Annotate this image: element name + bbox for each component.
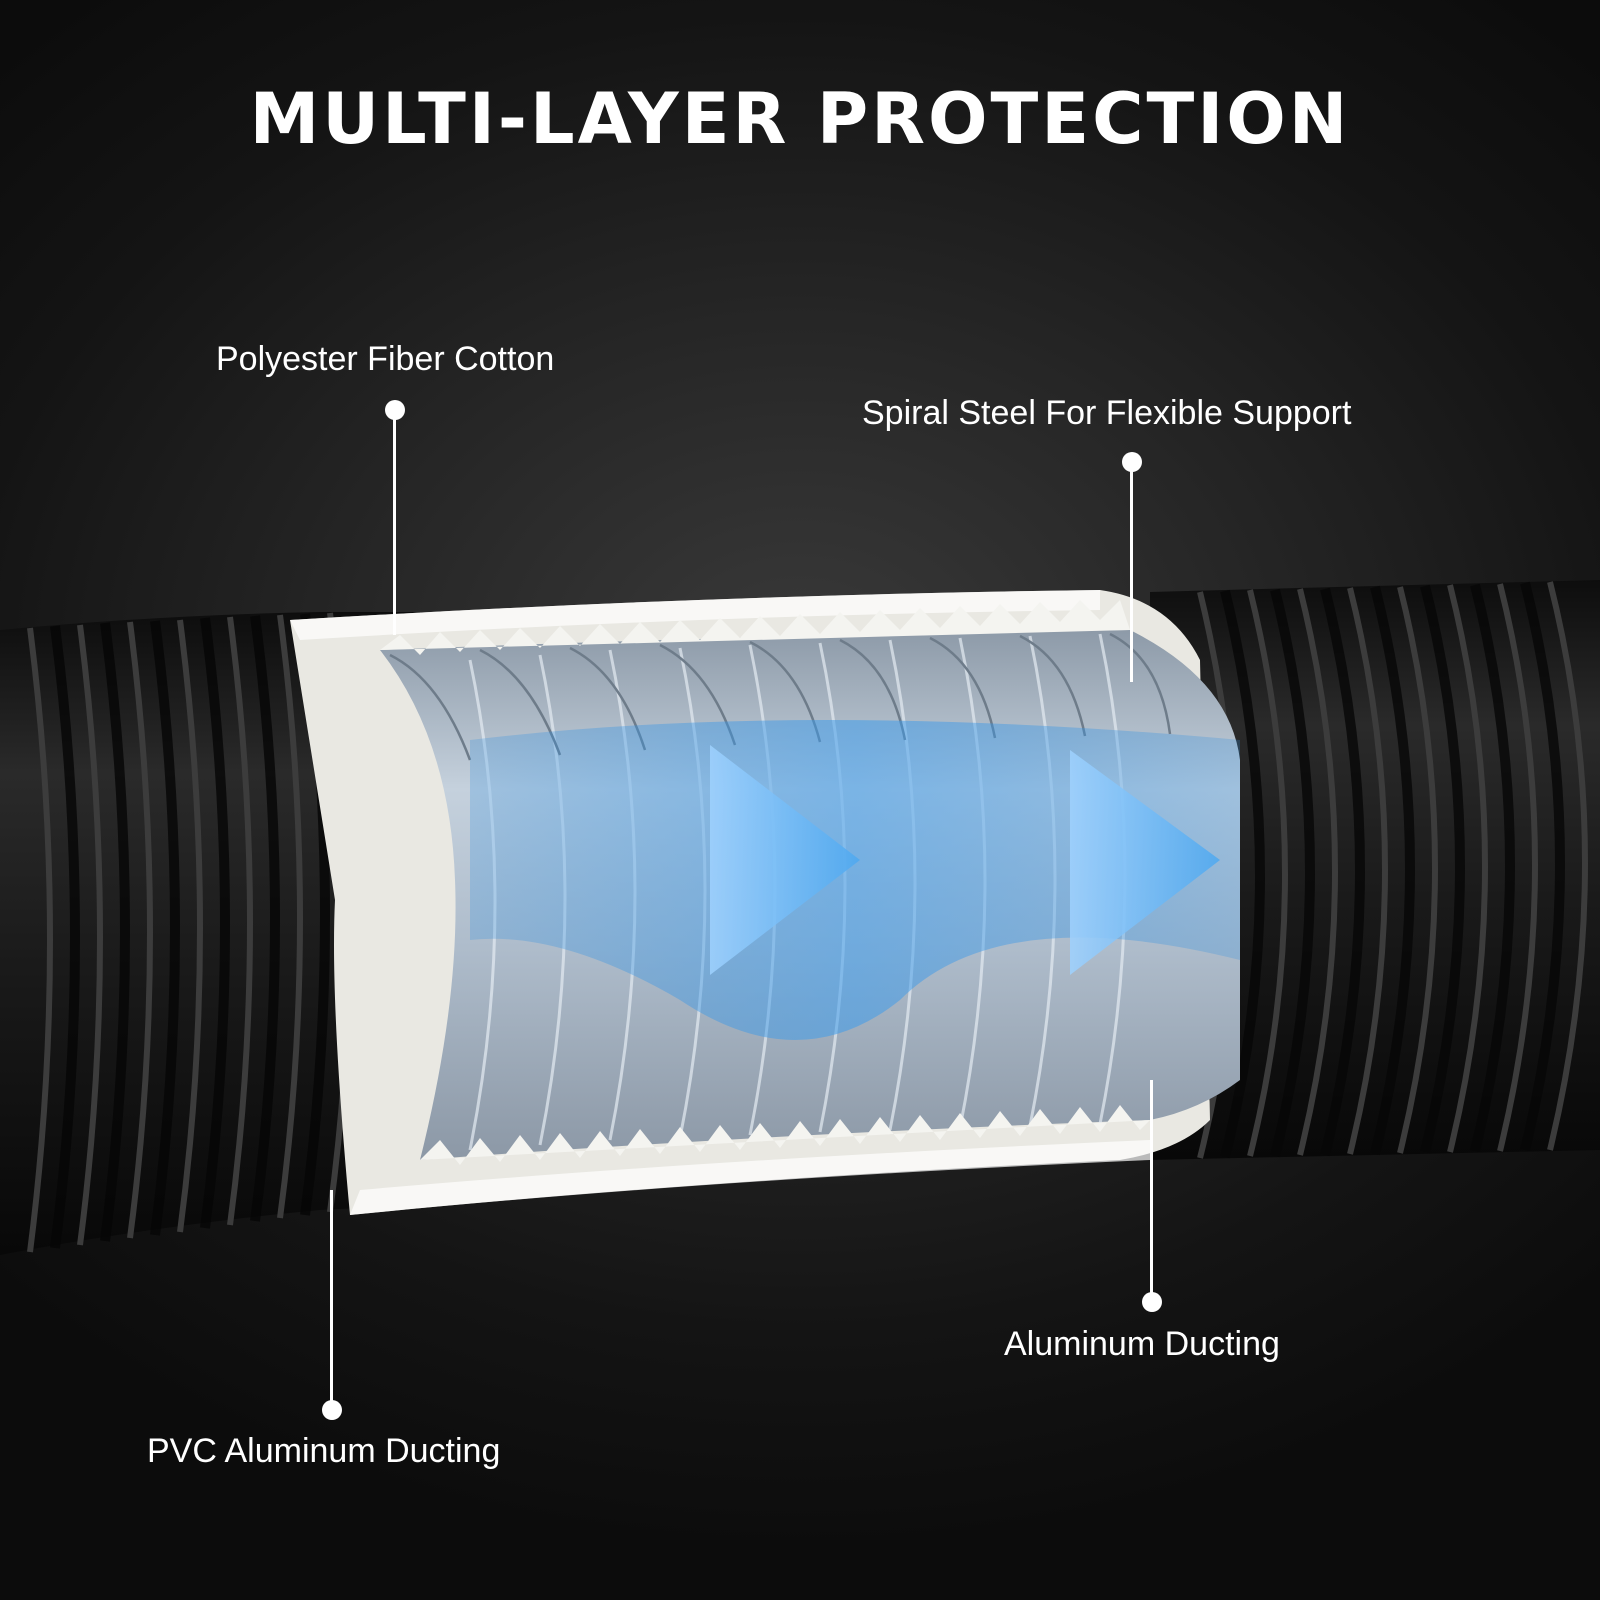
callout-aluminum-dot xyxy=(1142,1292,1162,1312)
callout-spiral-line xyxy=(1130,462,1133,682)
airflow-arrow-1 xyxy=(710,745,860,975)
airflow-indicator xyxy=(470,720,1240,1040)
callout-polyester-line xyxy=(393,410,396,635)
callout-aluminum-label: Aluminum Ducting xyxy=(1004,1325,1280,1363)
callout-polyester-label: Polyester Fiber Cotton xyxy=(216,340,555,378)
insulation-fringe xyxy=(380,600,1150,1165)
aluminum-hose-right xyxy=(1150,580,1600,1160)
callout-aluminum-line xyxy=(1150,1080,1153,1300)
page-headline: MULTI-LAYER PROTECTION xyxy=(249,78,1351,160)
callout-pvc-label: PVC Aluminum Ducting xyxy=(147,1432,501,1470)
callout-pvc-dot xyxy=(322,1400,342,1420)
airflow-arrow-2 xyxy=(1070,750,1220,975)
callout-spiral-label: Spiral Steel For Flexible Support xyxy=(862,394,1352,432)
callout-pvc-line xyxy=(330,1190,333,1405)
